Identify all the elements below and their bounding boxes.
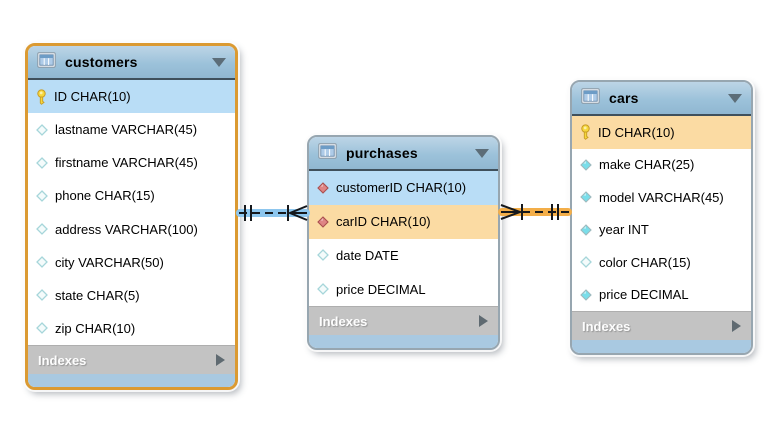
column-label: ID CHAR(10): [598, 124, 675, 140]
collapse-caret-icon[interactable]: [212, 57, 226, 67]
column-label: price DECIMAL: [599, 287, 689, 303]
column-label: carID CHAR(10): [336, 214, 431, 230]
nullable-diamond-icon: [36, 190, 48, 202]
nullable-diamond-icon: [317, 249, 329, 262]
column-row-firstname[interactable]: firstname VARCHAR(45): [28, 146, 235, 180]
nullable-diamond-icon: [36, 289, 48, 302]
column-label: lastname VARCHAR(45): [55, 122, 198, 138]
table-header[interactable]: cars: [572, 82, 751, 116]
column-row-id[interactable]: ID CHAR(10): [28, 80, 235, 114]
collapse-caret-icon[interactable]: [728, 93, 742, 103]
nullable-diamond-icon: [580, 256, 592, 269]
table-title: cars: [609, 90, 639, 106]
table-title: customers: [65, 54, 138, 70]
expand-arrow-icon[interactable]: [216, 354, 225, 366]
relationship-customers-purchases[interactable]: [236, 205, 310, 221]
table-header[interactable]: purchases: [309, 137, 498, 171]
column-label: city VARCHAR(50): [55, 254, 164, 270]
expand-arrow-icon[interactable]: [732, 320, 741, 332]
table-footer: [572, 340, 751, 353]
column-row-lastname[interactable]: lastname VARCHAR(45): [28, 113, 235, 147]
indexes-label: Indexes: [38, 352, 87, 368]
column-row-price[interactable]: price DECIMAL: [309, 272, 498, 306]
expand-arrow-icon[interactable]: [479, 315, 488, 327]
column-label: date DATE: [336, 247, 399, 263]
crows-foot-icon: [287, 205, 308, 221]
primary-key-icon: [581, 124, 590, 141]
foreign-key-diamond-icon: [317, 182, 329, 194]
not-null-diamond-icon: [580, 223, 592, 236]
column-list: ID CHAR(10) lastname VARCHAR(45) firstname…: [28, 80, 235, 345]
not-null-diamond-icon: [580, 158, 592, 171]
nullable-diamond-icon: [36, 123, 48, 136]
column-row-make[interactable]: make CHAR(25): [572, 148, 751, 181]
table-customers[interactable]: customers ID CHAR(10) lastname VARCHAR(45…: [25, 43, 238, 390]
column-row-address[interactable]: address VARCHAR(100): [28, 212, 235, 246]
column-label: ID CHAR(10): [54, 89, 131, 105]
not-null-diamond-icon: [580, 288, 592, 301]
column-row-phone[interactable]: phone CHAR(15): [28, 179, 235, 213]
column-label: model VARCHAR(45): [599, 189, 724, 205]
table-footer: [28, 374, 235, 387]
column-row-year[interactable]: year INT: [572, 213, 751, 246]
column-label: zip CHAR(10): [55, 320, 136, 336]
column-row-customerid[interactable]: customerID CHAR(10): [309, 171, 498, 205]
column-list: ID CHAR(10) make CHAR(25) model VARCHAR(45…: [572, 116, 751, 311]
foreign-key-diamond-icon: [317, 215, 329, 228]
column-list: customerID CHAR(10) carID CHAR(10) date DA…: [309, 171, 498, 306]
table-purchases[interactable]: purchases customerID CHAR(10) carID CHAR(…: [307, 135, 500, 350]
column-label: firstname VARCHAR(45): [55, 155, 198, 171]
table-footer: [309, 335, 498, 348]
column-label: state CHAR(5): [55, 287, 140, 303]
collapse-caret-icon[interactable]: [475, 148, 489, 158]
column-label: price DECIMAL: [336, 281, 426, 297]
nullable-diamond-icon: [36, 322, 48, 335]
indexes-bar[interactable]: Indexes: [572, 311, 751, 340]
indexes-label: Indexes: [582, 318, 631, 334]
nullable-diamond-icon: [36, 223, 48, 235]
column-row-carid[interactable]: carID CHAR(10): [309, 204, 498, 239]
table-icon: [318, 142, 337, 164]
column-row-zip[interactable]: zip CHAR(10): [28, 311, 235, 345]
indexes-label: Indexes: [319, 313, 368, 329]
column-row-state[interactable]: state CHAR(5): [28, 278, 235, 312]
column-row-model[interactable]: model VARCHAR(45): [572, 181, 751, 214]
table-icon: [581, 87, 600, 109]
column-row-date[interactable]: date DATE: [309, 238, 498, 273]
column-label: customerID CHAR(10): [336, 180, 467, 196]
relationship-purchases-cars[interactable]: [498, 204, 572, 220]
indexes-bar[interactable]: Indexes: [309, 306, 498, 335]
column-row-city[interactable]: city VARCHAR(50): [28, 245, 235, 279]
column-row-color[interactable]: color CHAR(15): [572, 246, 751, 279]
column-label: phone CHAR(15): [55, 188, 155, 204]
column-label: color CHAR(15): [599, 254, 691, 270]
primary-key-icon: [37, 88, 46, 105]
column-label: address VARCHAR(100): [55, 221, 198, 237]
indexes-bar[interactable]: Indexes: [28, 345, 235, 374]
nullable-diamond-icon: [36, 256, 48, 269]
table-header[interactable]: customers: [28, 46, 235, 80]
column-row-price[interactable]: price DECIMAL: [572, 278, 751, 311]
column-label: make CHAR(25): [599, 157, 695, 173]
column-row-id[interactable]: ID CHAR(10): [572, 116, 751, 149]
not-null-diamond-icon: [580, 191, 592, 204]
table-cars[interactable]: cars ID CHAR(10) make CHAR(25) model VARCH…: [570, 80, 753, 355]
table-icon: [37, 51, 56, 73]
crows-foot-icon: [500, 204, 523, 220]
table-title: purchases: [346, 145, 418, 161]
column-label: year INT: [599, 222, 649, 238]
nullable-diamond-icon: [317, 283, 329, 296]
nullable-diamond-icon: [36, 156, 48, 169]
